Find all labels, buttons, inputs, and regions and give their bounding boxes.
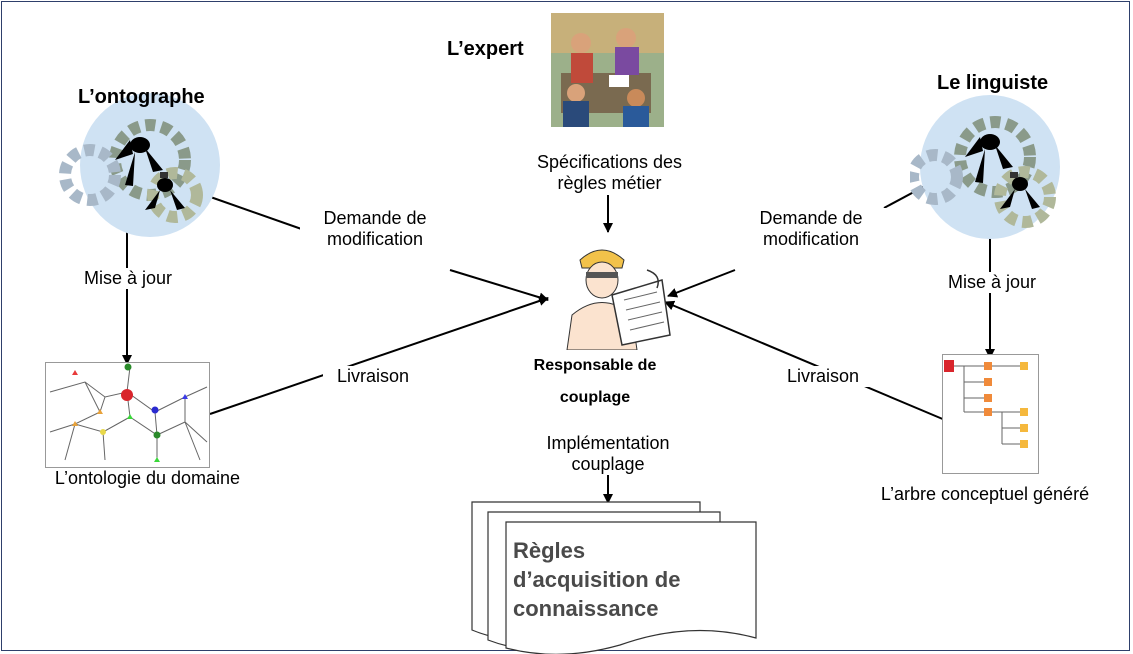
label-implementation: Implémentation couplage	[523, 433, 693, 475]
label-livraison-right: Livraison	[773, 366, 873, 387]
ontologie-graph	[45, 362, 210, 468]
arbre-tree	[942, 354, 1039, 474]
label-mise-a-jour-left: Mise à jour	[68, 268, 188, 289]
label-demande-left: Demande de modification	[300, 208, 450, 250]
role-expert: L’expert	[447, 38, 524, 60]
ontographe-illustration	[59, 93, 220, 237]
linguiste-illustration	[910, 95, 1060, 239]
label-demande-right: Demande de modification	[736, 208, 886, 250]
artifact-regles-label: Règles d’acquisition de connaissance	[513, 538, 681, 621]
label-livraison-left: Livraison	[323, 366, 423, 387]
artifact-arbre-label: L’arbre conceptuel généré	[855, 484, 1115, 505]
role-linguiste: Le linguiste	[937, 72, 1049, 94]
role-ontographe: L’ontographe	[78, 86, 205, 108]
arrow-demande-left-tail	[449, 269, 549, 303]
expert-illustration	[551, 13, 664, 127]
arrow-demande-right-tail	[667, 269, 736, 298]
label-specifications: Spécifications des règles métier	[512, 152, 707, 194]
regles-document-stack	[471, 501, 757, 654]
arrow-demande-left	[201, 192, 311, 233]
arrow-livraison-right	[664, 300, 946, 421]
center-role-label: Responsable de couplage	[533, 357, 657, 406]
arrow-livraison-left	[209, 296, 549, 415]
artifact-ontologie-label: L’ontologie du domaine	[30, 468, 265, 489]
responsable-illustration	[566, 249, 671, 350]
label-mise-a-jour-right: Mise à jour	[932, 272, 1052, 293]
